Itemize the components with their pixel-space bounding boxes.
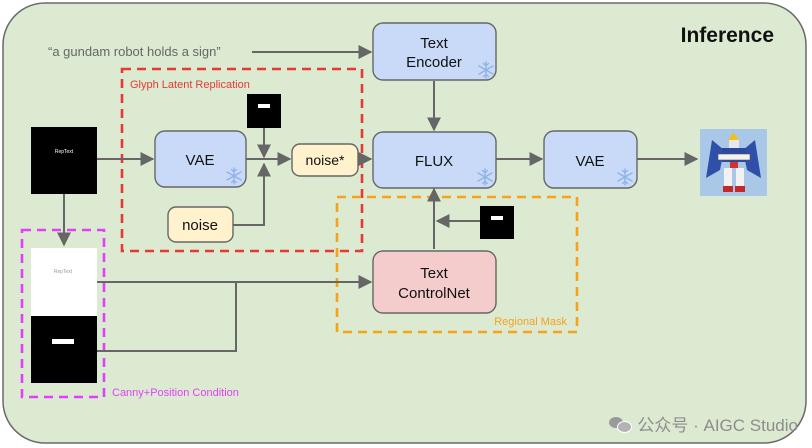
controlnet-label-1: Text	[420, 265, 448, 282]
inference-panel	[2, 2, 807, 444]
vae-decoder-box	[543, 130, 638, 189]
watermark-text: 公众号 · AIGC Studio	[637, 416, 798, 435]
prompt-text: “a gundam robot holds a sign”	[48, 44, 221, 59]
controlnet-box	[372, 250, 497, 314]
mask-icon	[480, 206, 514, 239]
group-glyph-latent-label: Glyph Latent Replication	[130, 79, 250, 91]
group-canny-position-label: Canny+Position Condition	[112, 387, 239, 399]
noise-star-label: noise*	[306, 152, 345, 168]
canny-image-text: RepText	[54, 269, 73, 275]
position-image	[31, 316, 97, 383]
group-canny-position	[20, 228, 106, 399]
flux-box	[372, 131, 497, 189]
wechat-icon	[609, 415, 633, 433]
panel-title: Inference	[681, 24, 774, 47]
edge-noise-junction	[233, 162, 271, 226]
vae-encoder-box	[154, 130, 247, 188]
glyph-image-text: RepText	[55, 149, 74, 155]
edge-position-controlnet	[97, 282, 237, 352]
vae-encoder-label: VAE	[186, 152, 215, 169]
text-encoder-label-2: Encoder	[406, 54, 462, 71]
output-robot-image	[700, 129, 767, 196]
noise-label: noise	[182, 217, 218, 234]
text-encoder-label-1: Text	[420, 35, 448, 52]
group-regional-mask	[335, 195, 579, 334]
position-mask-bar	[52, 339, 74, 344]
noise-box	[167, 206, 234, 243]
watermark: 公众号 · AIGC Studio	[609, 411, 798, 436]
canny-image	[31, 248, 97, 316]
controlnet-label-2: ControlNet	[398, 285, 471, 302]
noise-star-box	[291, 143, 359, 177]
vae-decoder-label: VAE	[576, 153, 605, 170]
group-regional-mask-label: Regional Mask	[494, 316, 567, 328]
text-encoder-box	[372, 22, 497, 81]
glyph-image	[31, 127, 97, 194]
flux-label: FLUX	[415, 153, 453, 170]
mask-icon	[247, 94, 281, 128]
